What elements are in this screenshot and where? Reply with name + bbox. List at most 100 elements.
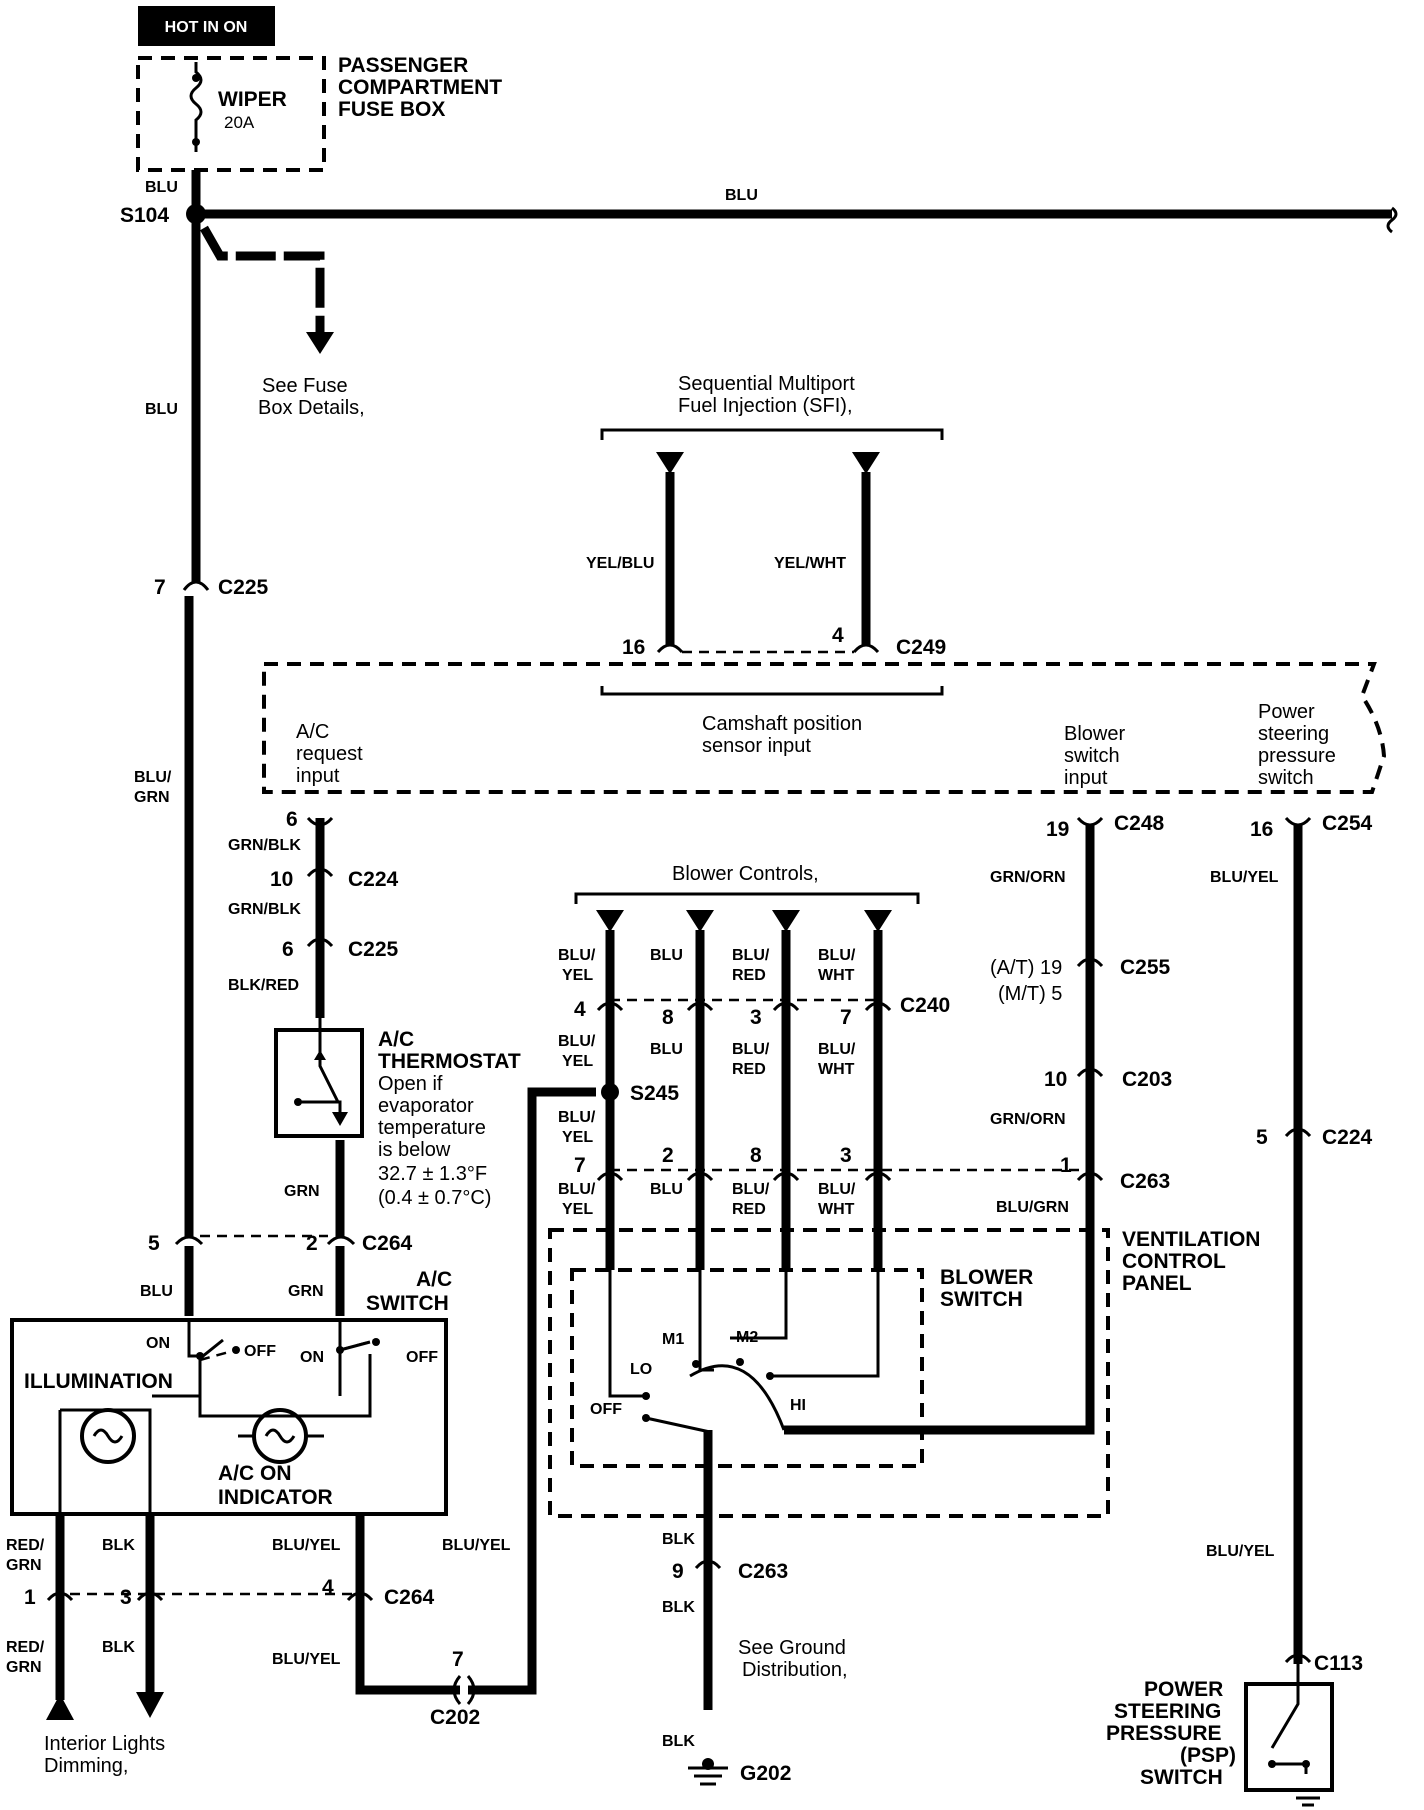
svg-text:Interior Lights: Interior Lights xyxy=(44,1733,165,1755)
ground-g202-icon xyxy=(688,1766,728,1786)
ecm-box: Camshaft position sensor input A/C reque… xyxy=(262,662,1387,794)
svg-text:GRN: GRN xyxy=(134,789,170,806)
fuse-box-title-3: FUSE BOX xyxy=(338,98,445,121)
sfi-group: Sequential Multiport Fuel Injection (SFI… xyxy=(586,373,946,659)
svg-text:GRN/ORN: GRN/ORN xyxy=(990,869,1066,886)
svg-text:S245: S245 xyxy=(630,1082,679,1105)
fuse-details-arrow xyxy=(306,332,334,354)
svg-text:BLK: BLK xyxy=(102,1537,135,1554)
svg-text:BLU/YEL: BLU/YEL xyxy=(442,1537,511,1554)
svg-text:VENTILATION: VENTILATION xyxy=(1122,1228,1260,1251)
svg-text:2: 2 xyxy=(306,1232,318,1255)
svg-text:BLU: BLU xyxy=(650,1181,683,1198)
svg-text:4: 4 xyxy=(322,1576,334,1599)
svg-text:BLU/: BLU/ xyxy=(818,1041,856,1058)
fuse-name: WIPER xyxy=(218,88,287,111)
svg-text:C248: C248 xyxy=(1114,812,1165,835)
svg-text:YEL: YEL xyxy=(562,1129,593,1146)
svg-text:7: 7 xyxy=(840,1006,852,1029)
s245-splice xyxy=(601,1083,619,1101)
svg-text:BLU: BLU xyxy=(650,1041,683,1058)
svg-text:4: 4 xyxy=(832,624,844,647)
svg-text:C240: C240 xyxy=(900,994,950,1017)
ac-request-chain: 6 GRN/BLK 10 C224 GRN/BLK 6 C225 BLK/RED… xyxy=(228,808,521,1238)
svg-text:5: 5 xyxy=(1256,1126,1268,1149)
svg-text:C263: C263 xyxy=(738,1560,788,1583)
svg-text:BLU: BLU xyxy=(725,187,758,204)
svg-text:GRN/BLK: GRN/BLK xyxy=(228,901,301,918)
svg-text:1: 1 xyxy=(1060,1154,1072,1177)
svg-text:16: 16 xyxy=(1250,818,1273,841)
svg-text:M1: M1 xyxy=(662,1331,684,1348)
passenger-fuse-box: WIPER 20A PASSENGER COMPARTMENT FUSE BOX xyxy=(136,54,502,172)
svg-text:GRN/BLK: GRN/BLK xyxy=(228,837,301,854)
svg-text:BLK: BLK xyxy=(102,1639,135,1656)
ac-switch-box xyxy=(10,1318,448,1516)
svg-text:BLOWER: BLOWER xyxy=(940,1266,1033,1289)
svg-text:1: 1 xyxy=(24,1586,36,1609)
svg-text:WHT: WHT xyxy=(818,1061,855,1078)
fuse-details-note-2: Box Details, xyxy=(258,397,365,419)
svg-text:A/C ON: A/C ON xyxy=(218,1462,292,1485)
svg-text:BLU/YEL: BLU/YEL xyxy=(1210,869,1279,886)
svg-text:Open if: Open if xyxy=(378,1073,443,1095)
svg-text:HI: HI xyxy=(790,1397,806,1414)
svg-text:ON: ON xyxy=(300,1349,324,1366)
svg-text:A/C: A/C xyxy=(416,1268,452,1291)
blower-controls: Blower Controls, BLU/ YEL BLU BLU/ RED B… xyxy=(558,863,1084,1270)
svg-text:pressure: pressure xyxy=(1258,745,1336,767)
svg-text:3: 3 xyxy=(750,1006,762,1029)
svg-text:(A/T) 19: (A/T) 19 xyxy=(990,957,1062,979)
svg-text:BLU: BLU xyxy=(650,947,683,964)
svg-text:C255: C255 xyxy=(1120,956,1171,979)
svg-text:request: request xyxy=(296,743,363,765)
svg-text:PRESSURE: PRESSURE xyxy=(1106,1722,1222,1745)
svg-text:10: 10 xyxy=(1044,1068,1067,1091)
svg-text:Blower Controls,: Blower Controls, xyxy=(672,863,819,885)
svg-text:See Ground: See Ground xyxy=(738,1637,846,1659)
svg-text:BLU/YEL: BLU/YEL xyxy=(272,1651,341,1668)
svg-text:(M/T) 5: (M/T) 5 xyxy=(998,983,1062,1005)
svg-text:OFF: OFF xyxy=(244,1343,276,1360)
svg-text:19: 19 xyxy=(1046,818,1069,841)
svg-text:LO: LO xyxy=(630,1361,652,1378)
psp-ground-icon xyxy=(1290,1788,1326,1807)
svg-text:2: 2 xyxy=(662,1144,674,1167)
svg-text:C113: C113 xyxy=(1314,1652,1363,1675)
svg-text:STEERING: STEERING xyxy=(1114,1700,1221,1723)
svg-text:BLU/: BLU/ xyxy=(558,947,596,964)
svg-text:Distribution,: Distribution, xyxy=(742,1659,848,1681)
svg-text:10: 10 xyxy=(270,868,293,891)
svg-text:input: input xyxy=(1064,767,1108,789)
svg-text:GRN: GRN xyxy=(6,1557,42,1574)
svg-text:YEL/BLU: YEL/BLU xyxy=(586,555,654,572)
svg-text:OFF: OFF xyxy=(406,1349,438,1366)
svg-text:SWITCH: SWITCH xyxy=(366,1292,449,1315)
ventilation-control-panel: VENTILATION CONTROL PANEL BLOWER SWITCH … xyxy=(548,824,1260,1786)
svg-text:PANEL: PANEL xyxy=(1122,1272,1192,1295)
svg-text:C263: C263 xyxy=(1120,1170,1170,1193)
svg-text:THERMOSTAT: THERMOSTAT xyxy=(378,1050,521,1073)
svg-text:GRN/ORN: GRN/ORN xyxy=(990,1111,1066,1128)
svg-text:7: 7 xyxy=(574,1154,586,1177)
svg-text:ON: ON xyxy=(146,1335,170,1352)
svg-text:C225: C225 xyxy=(348,938,399,961)
svg-text:GRN: GRN xyxy=(6,1659,42,1676)
svg-text:BLU/YEL: BLU/YEL xyxy=(1206,1543,1275,1560)
svg-text:16: 16 xyxy=(622,636,645,659)
svg-text:7: 7 xyxy=(452,1648,464,1671)
svg-text:A/C: A/C xyxy=(296,721,329,743)
svg-text:(0.4 ± 0.7°C): (0.4 ± 0.7°C) xyxy=(378,1187,491,1209)
svg-text:BLK: BLK xyxy=(662,1599,695,1616)
svg-text:Dimming,: Dimming, xyxy=(44,1755,128,1777)
svg-text:C264: C264 xyxy=(384,1586,435,1609)
fuse-details-note-1: See Fuse xyxy=(262,375,348,397)
interior-lights-arrow-down xyxy=(136,1692,164,1718)
fuse-box-title-2: COMPARTMENT xyxy=(338,76,502,99)
svg-text:BLU/: BLU/ xyxy=(732,1181,770,1198)
svg-text:6: 6 xyxy=(282,938,294,961)
svg-text:BLK: BLK xyxy=(662,1733,695,1750)
svg-text:RED/: RED/ xyxy=(6,1639,45,1656)
